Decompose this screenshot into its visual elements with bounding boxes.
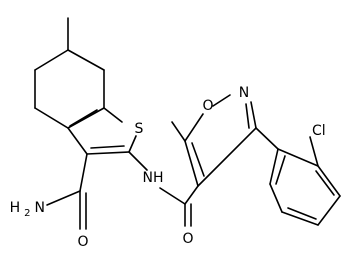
bond <box>184 113 204 142</box>
carboxamide-oxygen-label: O <box>77 234 88 250</box>
isoxazole-nitrogen-label: N <box>239 85 249 101</box>
bond <box>67 107 105 129</box>
bond <box>34 49 69 71</box>
sulfur-atom-label: S <box>135 121 144 137</box>
bond <box>250 101 257 129</box>
bond <box>103 107 123 123</box>
bond <box>86 151 130 155</box>
bond <box>34 107 69 129</box>
bond <box>191 142 205 177</box>
bond <box>128 151 148 171</box>
isoxazole-oxygen-label: O <box>202 98 213 114</box>
bond <box>67 49 105 71</box>
bond <box>255 127 279 150</box>
bond <box>197 127 257 187</box>
bond <box>184 140 199 187</box>
bond <box>315 170 335 196</box>
bond <box>128 135 137 153</box>
bond <box>317 165 341 197</box>
bond-lines <box>34 17 341 230</box>
bond <box>269 148 279 185</box>
amine-n-label: N <box>35 200 45 216</box>
bond <box>171 121 186 142</box>
bond <box>275 155 286 185</box>
bond <box>184 185 199 205</box>
amine-subscript-label: 2 <box>24 208 30 219</box>
bond <box>269 183 283 213</box>
bond <box>67 127 88 155</box>
amide-oxygen-label: O <box>182 231 193 247</box>
bond <box>46 190 81 206</box>
bond <box>79 153 88 192</box>
bond <box>281 211 319 226</box>
bond <box>212 94 231 107</box>
nh-atom-label: NH <box>143 170 164 186</box>
bond <box>245 103 250 129</box>
amine-nh2-label: H 2 N <box>10 199 45 220</box>
bond <box>69 109 98 127</box>
chlorine-atom-label: Cl <box>312 123 326 139</box>
bond <box>90 145 125 149</box>
bond <box>309 136 319 167</box>
bond <box>159 187 186 205</box>
bond <box>317 195 341 226</box>
bond <box>277 148 319 167</box>
bond <box>287 207 317 220</box>
amine-h-label: H <box>10 200 21 216</box>
atom-labels: S NH O N O O Cl H 2 N <box>10 85 326 250</box>
